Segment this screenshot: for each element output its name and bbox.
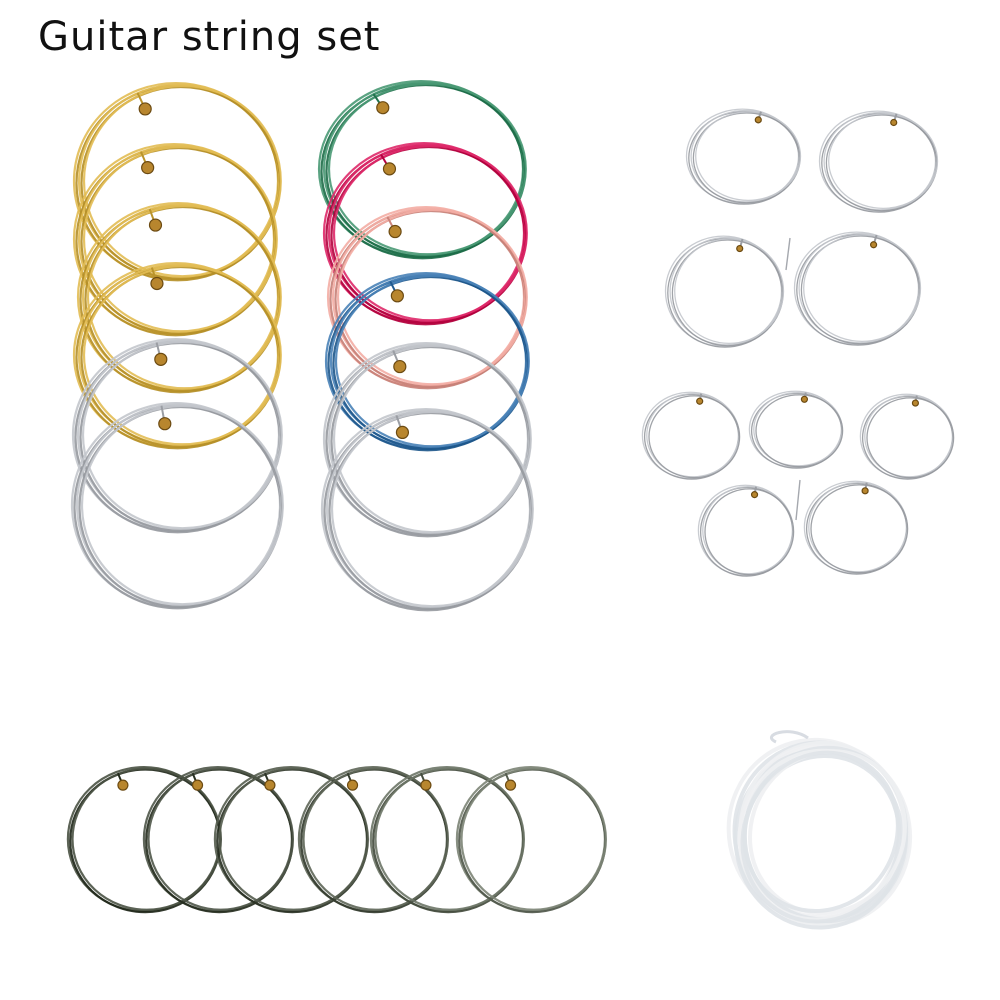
ball-end-icon — [800, 395, 809, 403]
string-coil — [641, 391, 741, 480]
ball-end-icon — [750, 491, 759, 499]
string-coil — [320, 407, 534, 612]
ball-end-icon — [393, 359, 407, 374]
ball-end-icon — [138, 102, 152, 116]
string-coil — [859, 393, 955, 480]
string-coil — [326, 205, 528, 390]
steel-string-set — [66, 766, 607, 914]
ball-end-icon — [141, 161, 155, 175]
ball-end-icon — [911, 399, 920, 407]
page-title: Guitar string set — [38, 14, 381, 60]
silver-string-set-six — [664, 108, 939, 348]
ball-end-icon — [504, 779, 517, 791]
ball-end-icon — [158, 417, 172, 431]
string-coil — [455, 766, 607, 914]
ball-end-icon — [390, 289, 404, 303]
ball-end-icon — [395, 425, 410, 440]
string-coil — [664, 235, 791, 348]
ball-end-icon — [382, 162, 397, 176]
ball-end-icon — [388, 224, 402, 239]
string-coil — [76, 201, 282, 394]
string-coil — [72, 142, 278, 337]
ball-end-icon — [191, 779, 204, 791]
string-coil — [71, 337, 283, 534]
ball-end-icon — [736, 244, 744, 253]
nylon-string-bundle — [726, 730, 913, 930]
colored-string-set — [317, 79, 534, 612]
ball-end-icon — [150, 276, 164, 291]
ball-end-icon — [148, 218, 163, 232]
gold-string-set — [70, 81, 284, 610]
ball-end-icon — [376, 101, 390, 115]
ball-end-icon — [754, 116, 762, 124]
string-coil — [697, 484, 795, 577]
ball-end-icon — [861, 487, 869, 495]
string-coil — [142, 766, 294, 914]
string-coil — [213, 766, 370, 914]
ball-end-icon — [346, 779, 359, 791]
ball-end-icon — [696, 397, 704, 405]
ball-end-icon — [890, 118, 898, 127]
ball-end-icon — [869, 241, 878, 249]
string-coil — [685, 108, 802, 205]
ball-end-icon — [154, 352, 168, 366]
string-coil — [322, 141, 528, 326]
string-coil — [72, 261, 282, 450]
ball-end-icon — [264, 779, 276, 791]
string-coil — [70, 401, 284, 610]
string-coil — [795, 479, 909, 575]
string-coil — [324, 271, 530, 452]
string-coil — [317, 79, 527, 260]
string-coil — [748, 390, 844, 469]
string-coil — [818, 110, 939, 213]
string-coil — [297, 766, 449, 914]
silver-string-set-five — [641, 390, 955, 577]
string-coil — [322, 341, 532, 538]
string-coil — [793, 231, 922, 346]
ball-end-icon — [420, 779, 432, 791]
string-coil — [72, 81, 282, 282]
ball-end-icon — [117, 779, 129, 791]
string-coil — [369, 766, 525, 914]
